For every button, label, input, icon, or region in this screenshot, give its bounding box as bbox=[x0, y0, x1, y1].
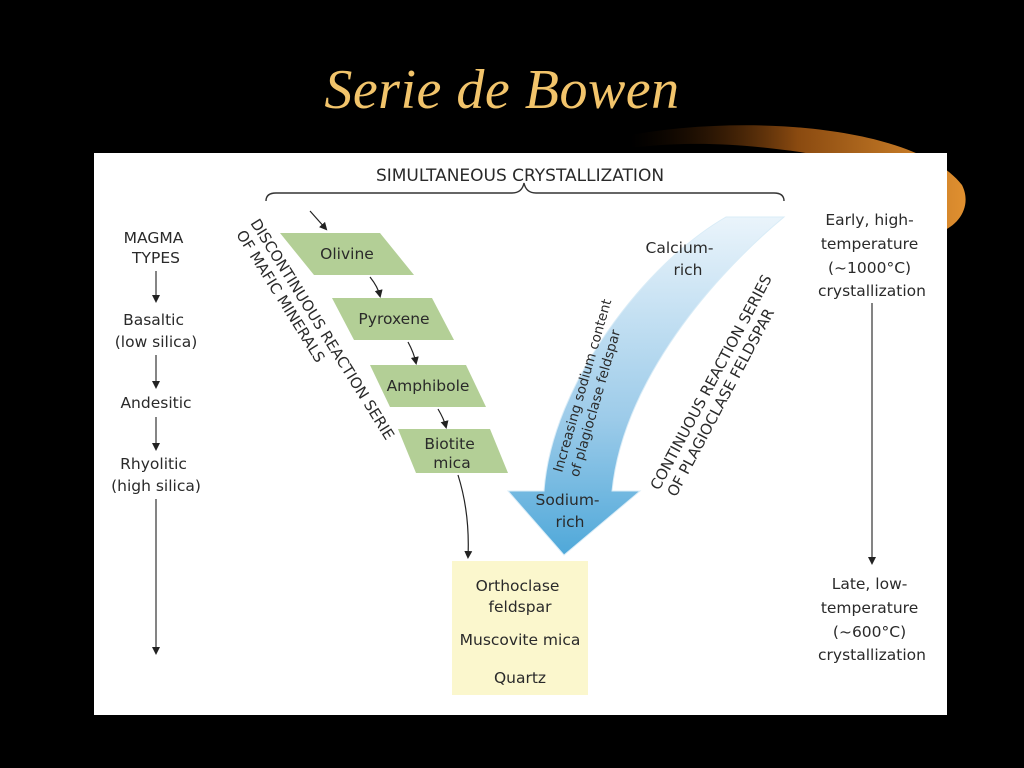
calcium-rich-label: Calcium- rich bbox=[646, 239, 719, 279]
sodium-rich-label: Sodium- rich bbox=[536, 491, 605, 531]
svg-text:Muscovite mica: Muscovite mica bbox=[460, 631, 581, 649]
magma-andesitic: Andesitic bbox=[120, 394, 191, 412]
magma-types-heading: MAGMA TYPES bbox=[124, 229, 189, 267]
svg-text:Amphibole: Amphibole bbox=[387, 377, 470, 395]
final-minerals-box: Orthoclase feldspar Muscovite mica Quart… bbox=[452, 561, 588, 695]
mineral-amphibole: Amphibole bbox=[370, 365, 486, 407]
low-temperature-label: Late, low- temperature (~600°C) crystall… bbox=[818, 575, 926, 664]
svg-text:Quartz: Quartz bbox=[494, 669, 546, 687]
mineral-olivine: Olivine bbox=[280, 233, 414, 275]
high-temperature-label: Early, high- temperature (~1000°C) cryst… bbox=[818, 211, 926, 300]
arrow-into-olivine bbox=[309, 210, 328, 231]
magma-rhyolitic: Rhyolitic (high silica) bbox=[111, 455, 201, 495]
svg-text:Orthoclase feldspar: Orthoclase feldspar bbox=[476, 577, 565, 616]
arrow-amphibole-biotite bbox=[437, 408, 449, 429]
arrow-olivine-pyroxene bbox=[369, 276, 383, 298]
arrow-pyroxene-amphibole bbox=[407, 341, 419, 365]
top-bracket bbox=[265, 182, 785, 202]
slide-title: Serie de Bowen bbox=[324, 59, 680, 121]
mineral-biotite-mica: Biotite mica bbox=[398, 429, 508, 473]
bowen-diagram: SIMULTANEOUS CRYSTALLIZATION MAGMA TYPES… bbox=[94, 153, 947, 715]
continuous-series-arrow bbox=[506, 216, 786, 556]
magma-basaltic: Basaltic (low silica) bbox=[115, 311, 198, 351]
simultaneous-crystallization-label: SIMULTANEOUS CRYSTALLIZATION bbox=[376, 166, 664, 186]
svg-text:Pyroxene: Pyroxene bbox=[358, 310, 429, 328]
svg-text:Biotite mica: Biotite mica bbox=[424, 435, 479, 472]
arrow-biotite-final bbox=[457, 474, 473, 559]
mineral-pyroxene: Pyroxene bbox=[332, 298, 454, 340]
svg-text:Olivine: Olivine bbox=[320, 245, 374, 263]
